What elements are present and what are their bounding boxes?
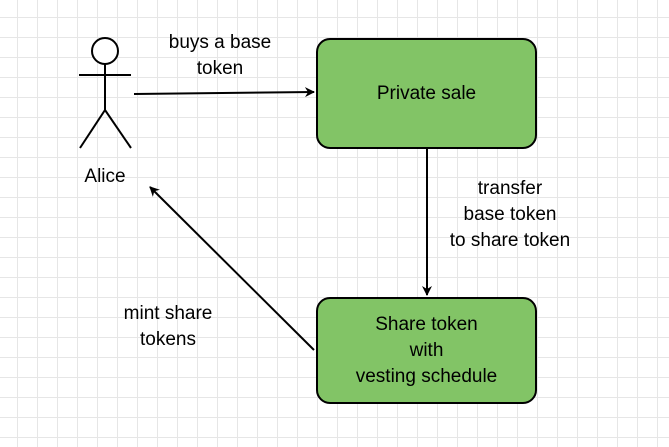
- actor-name: Alice: [84, 166, 126, 187]
- edge-mint-label: mint share tokens: [123, 303, 213, 350]
- node-share-token[interactable]: Share token with vesting schedule: [316, 297, 537, 404]
- edge-buys-label: buys a base token: [168, 32, 272, 79]
- edge-buys-arrow[interactable]: [133, 87, 315, 98]
- edge-transfer-label: transfer base token to share token: [449, 178, 571, 251]
- edge-mint-arrow[interactable]: [149, 186, 315, 351]
- node-private-sale-label: Private sale: [376, 82, 477, 104]
- stick-figure-icon[interactable]: [79, 37, 132, 149]
- node-private-sale[interactable]: Private sale: [316, 38, 537, 149]
- node-share-token-label: Share token with vesting schedule: [355, 313, 498, 387]
